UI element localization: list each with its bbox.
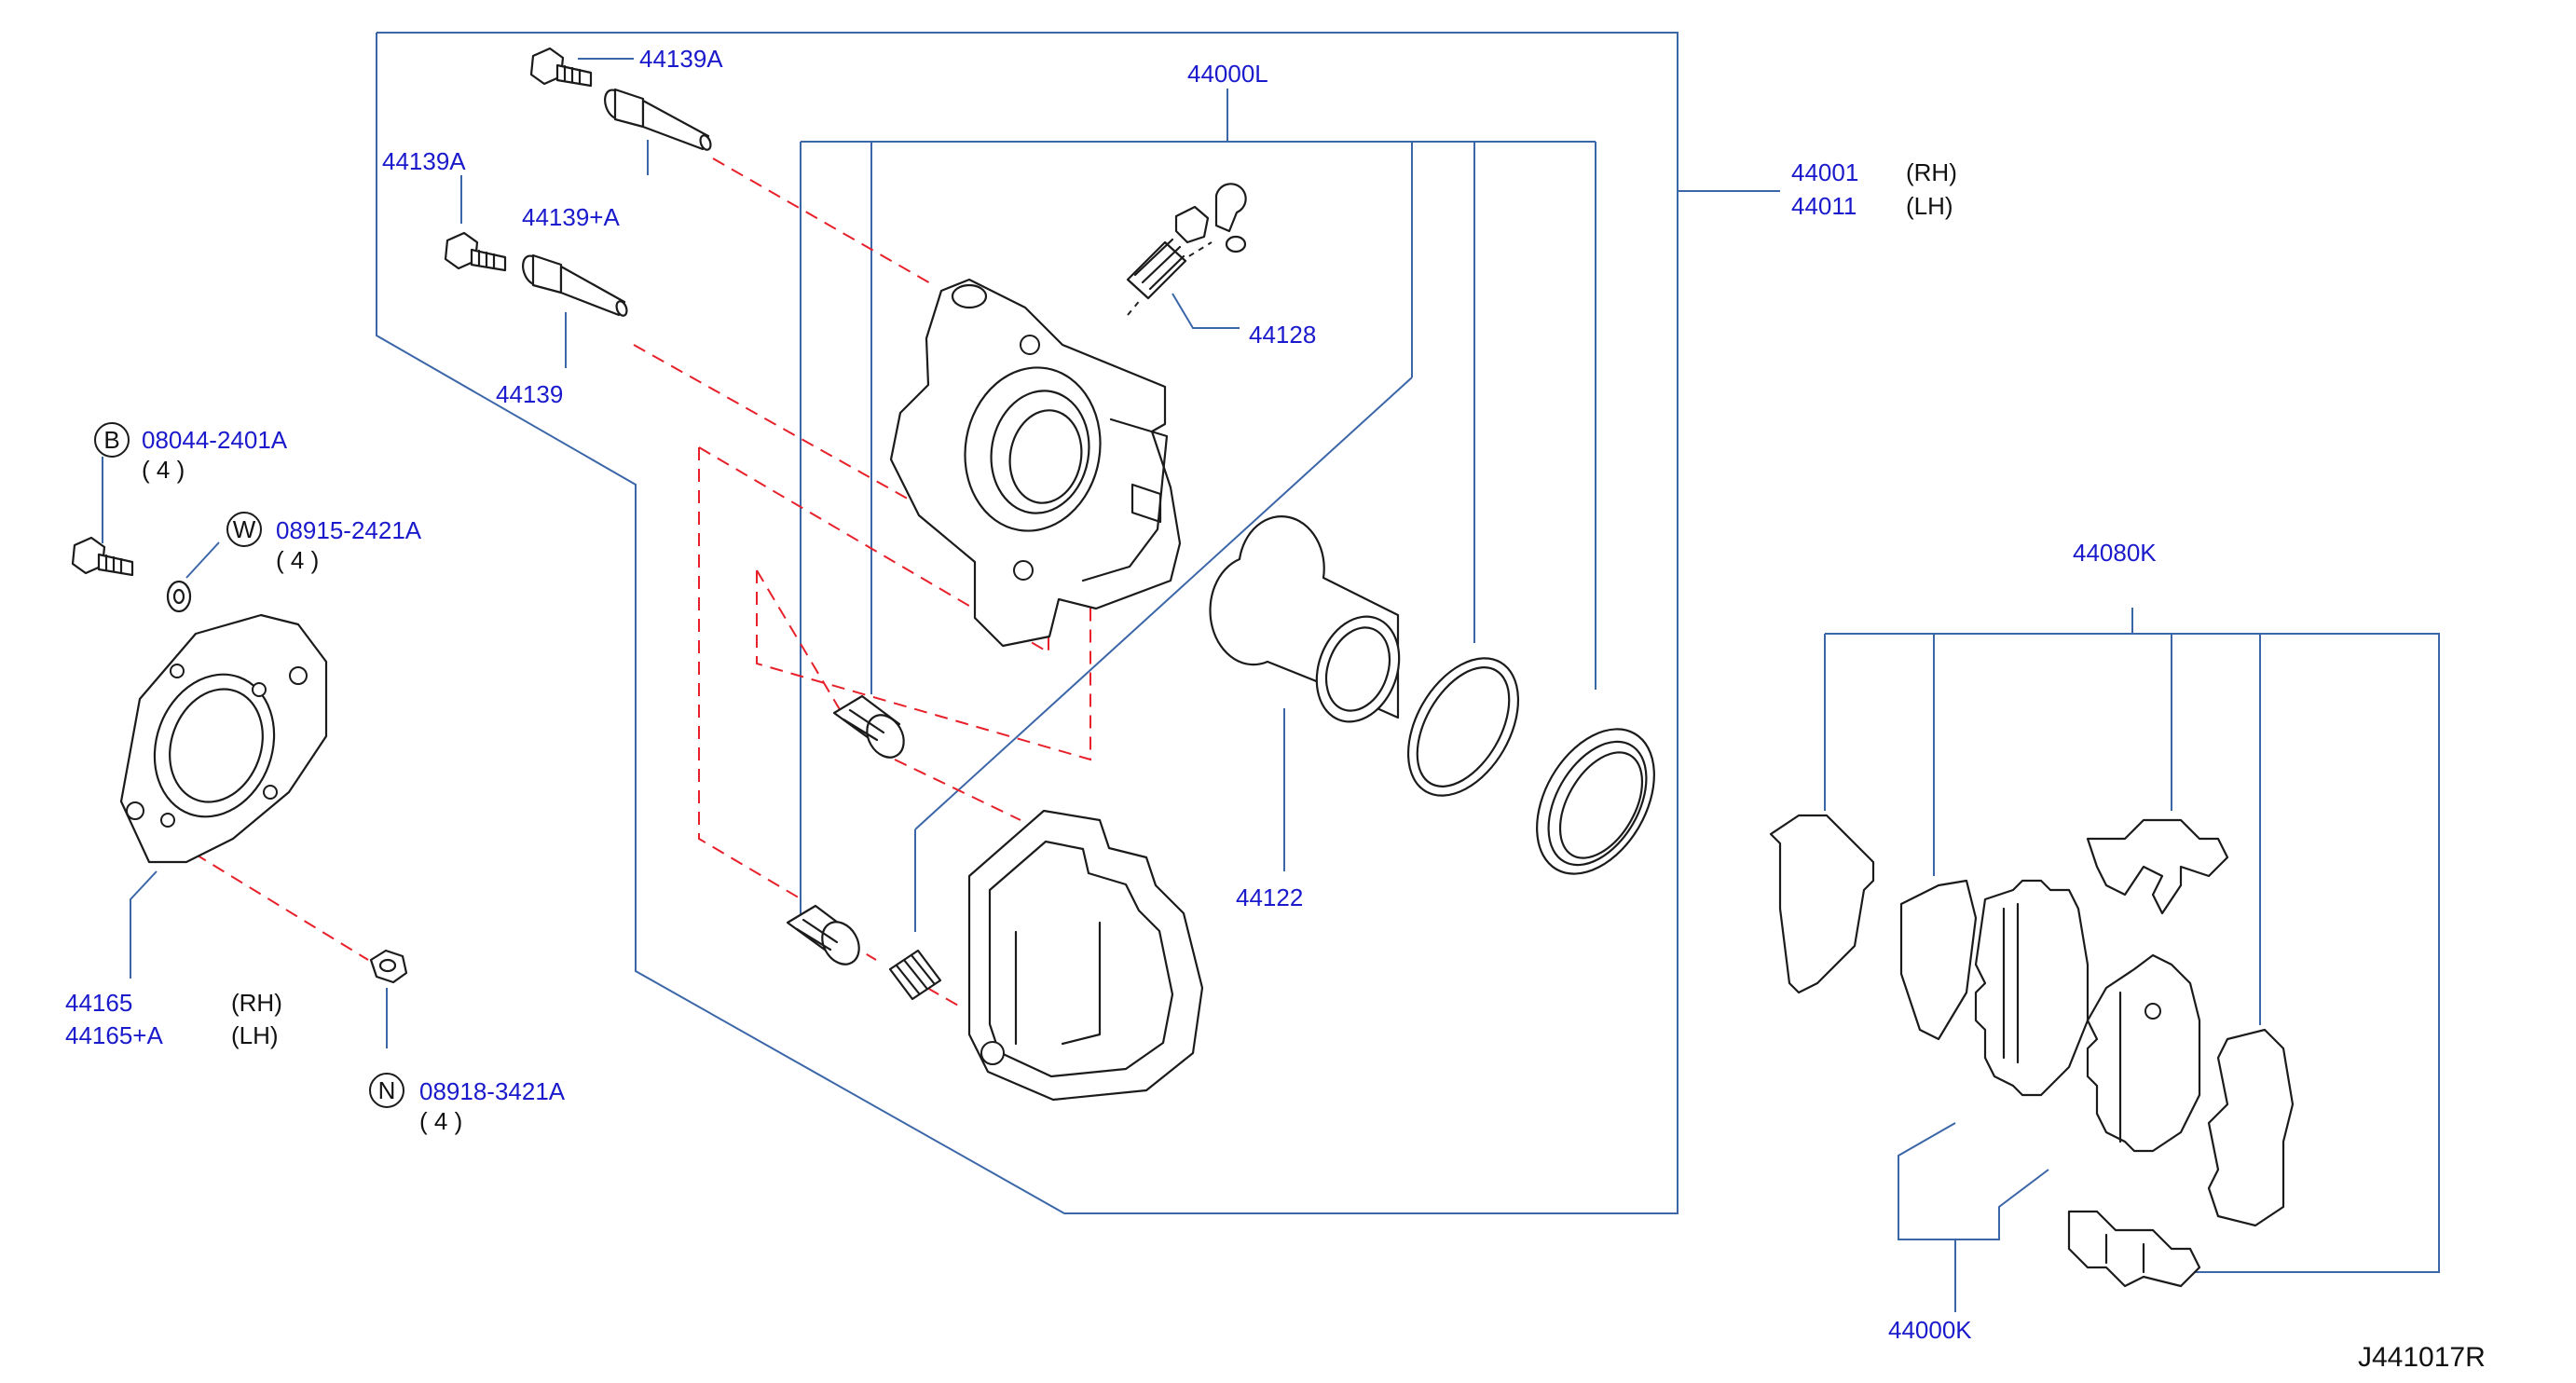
label-44139a-top: 44139A: [639, 45, 723, 73]
symbol-n-letter: N: [378, 1076, 396, 1104]
shim-inner-icon: [1899, 879, 1978, 1041]
label-b-qty: ( 4 ): [142, 456, 185, 484]
symbol-b-letter: B: [103, 426, 119, 454]
label-44165pa: 44165+A: [65, 1021, 163, 1049]
label-44128: 44128: [1249, 321, 1316, 349]
brake-pad-outer-icon: [1974, 879, 2090, 1097]
label-n-qty: ( 4 ): [419, 1107, 462, 1135]
bolt-b-icon: [71, 536, 134, 577]
label-44139: 44139: [496, 380, 563, 408]
brake-pad-inner-icon: [2086, 953, 2201, 1153]
diagram-reference: J441017R: [2358, 1342, 2486, 1373]
label-44139pa: 44139+A: [522, 203, 620, 231]
bushing-icon: [888, 949, 942, 1001]
pad-retainer-upper-icon: [2086, 818, 2229, 915]
label-w-part: 08915-2421A: [276, 516, 422, 544]
bolt-44139a-top-icon: [529, 47, 593, 88]
boot-upper-icon: [832, 694, 905, 759]
label-44165pa-side: (LH): [231, 1021, 279, 1049]
shim-outer-icon: [1769, 814, 1875, 994]
label-44001-side: (RH): [1906, 158, 1957, 186]
label-w-qty: ( 4 ): [276, 546, 319, 574]
symbol-w: W: [226, 512, 262, 547]
piston-icon: [1209, 515, 1401, 723]
shim-rear-icon: [2207, 1028, 2295, 1227]
symbol-b: B: [94, 422, 130, 458]
dust-boot-icon: [1536, 728, 1655, 875]
pad-retainer-lower-icon: [2067, 1210, 2201, 1288]
washer-w-icon: [166, 580, 192, 613]
caliper-bracket-icon: [967, 809, 1204, 1102]
label-44011-side: (LH): [1906, 192, 1953, 220]
label-n-part: 08918-3421A: [419, 1077, 566, 1105]
label-44080k: 44080K: [2073, 539, 2157, 567]
label-44000l: 44000L: [1187, 60, 1268, 88]
parts-drawing: [71, 47, 2295, 1288]
boot-lower-icon: [786, 904, 860, 965]
label-44165: 44165: [65, 989, 132, 1017]
nut-n-icon: [369, 949, 408, 984]
label-44011: 44011: [1791, 192, 1857, 220]
label-44165-side: (RH): [231, 989, 282, 1017]
label-44122: 44122: [1236, 883, 1303, 911]
caliper-housing-icon: [889, 278, 1182, 648]
label-44139a-left: 44139A: [382, 147, 466, 175]
piston-seal-icon: [1406, 657, 1520, 797]
label-44000k: 44000K: [1888, 1316, 1972, 1344]
leader-lines: [102, 32, 2440, 1312]
symbol-w-letter: W: [233, 515, 256, 543]
guide-pin-44139pa-icon: [604, 88, 712, 151]
label-44001: 44001: [1791, 158, 1858, 186]
part-labels: 44139A 44000L 44139A 44139+A 44001 (RH) …: [65, 45, 2486, 1373]
guide-pin-44139-icon: [522, 253, 628, 317]
label-b-part: 08044-2401A: [142, 426, 288, 454]
symbol-n: N: [369, 1073, 404, 1108]
bleeder-screw-icon: [1126, 183, 1247, 300]
baffle-plate-icon: [119, 613, 328, 864]
bolt-44139a-left-icon: [444, 231, 507, 272]
